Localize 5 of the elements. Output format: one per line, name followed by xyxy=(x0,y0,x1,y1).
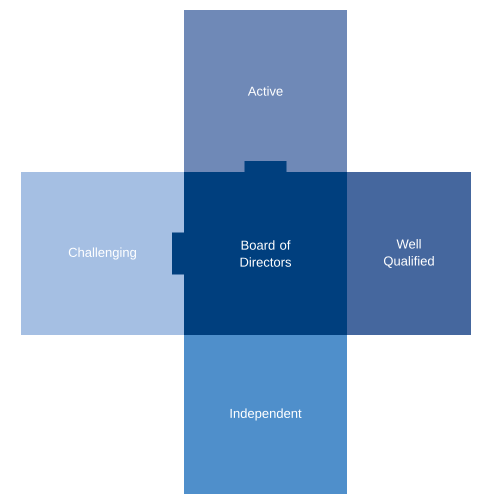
quadrant-panel: Well Qualified xyxy=(347,172,471,335)
quadrant-panel: Active xyxy=(184,10,347,172)
center-panel: Board of Directors xyxy=(172,161,358,347)
quadrant-panel: Challenging xyxy=(21,172,184,335)
quadrant-panel: Independent xyxy=(184,335,347,494)
